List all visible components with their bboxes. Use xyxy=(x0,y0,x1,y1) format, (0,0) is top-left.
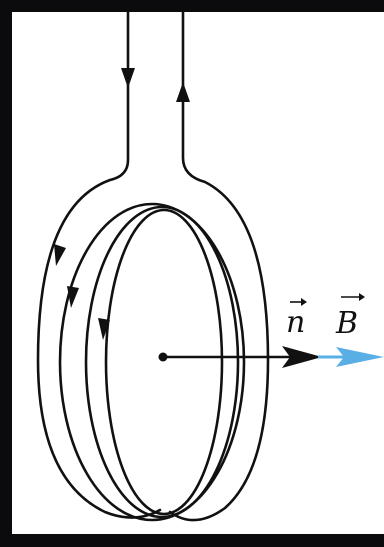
label-b: B xyxy=(335,306,358,341)
coil-turn-outer xyxy=(58,202,246,522)
arrowhead-icon xyxy=(54,244,66,266)
arrowhead-icon xyxy=(67,286,79,308)
arrowhead-icon xyxy=(176,82,190,102)
right-lead-wire xyxy=(168,10,270,522)
normal-vector-arrow-icon xyxy=(282,346,322,368)
arrowhead-icon xyxy=(121,68,135,88)
arrowhead-icon xyxy=(98,318,110,340)
field-vector-label: B xyxy=(335,293,365,341)
label-n: n xyxy=(286,305,305,340)
coil-turn-middle xyxy=(84,205,240,519)
coil-turn-inner xyxy=(104,208,224,516)
field-vector-arrow-icon xyxy=(336,347,384,367)
normal-vector-label: n xyxy=(286,298,307,340)
left-lead-wire xyxy=(36,10,162,519)
